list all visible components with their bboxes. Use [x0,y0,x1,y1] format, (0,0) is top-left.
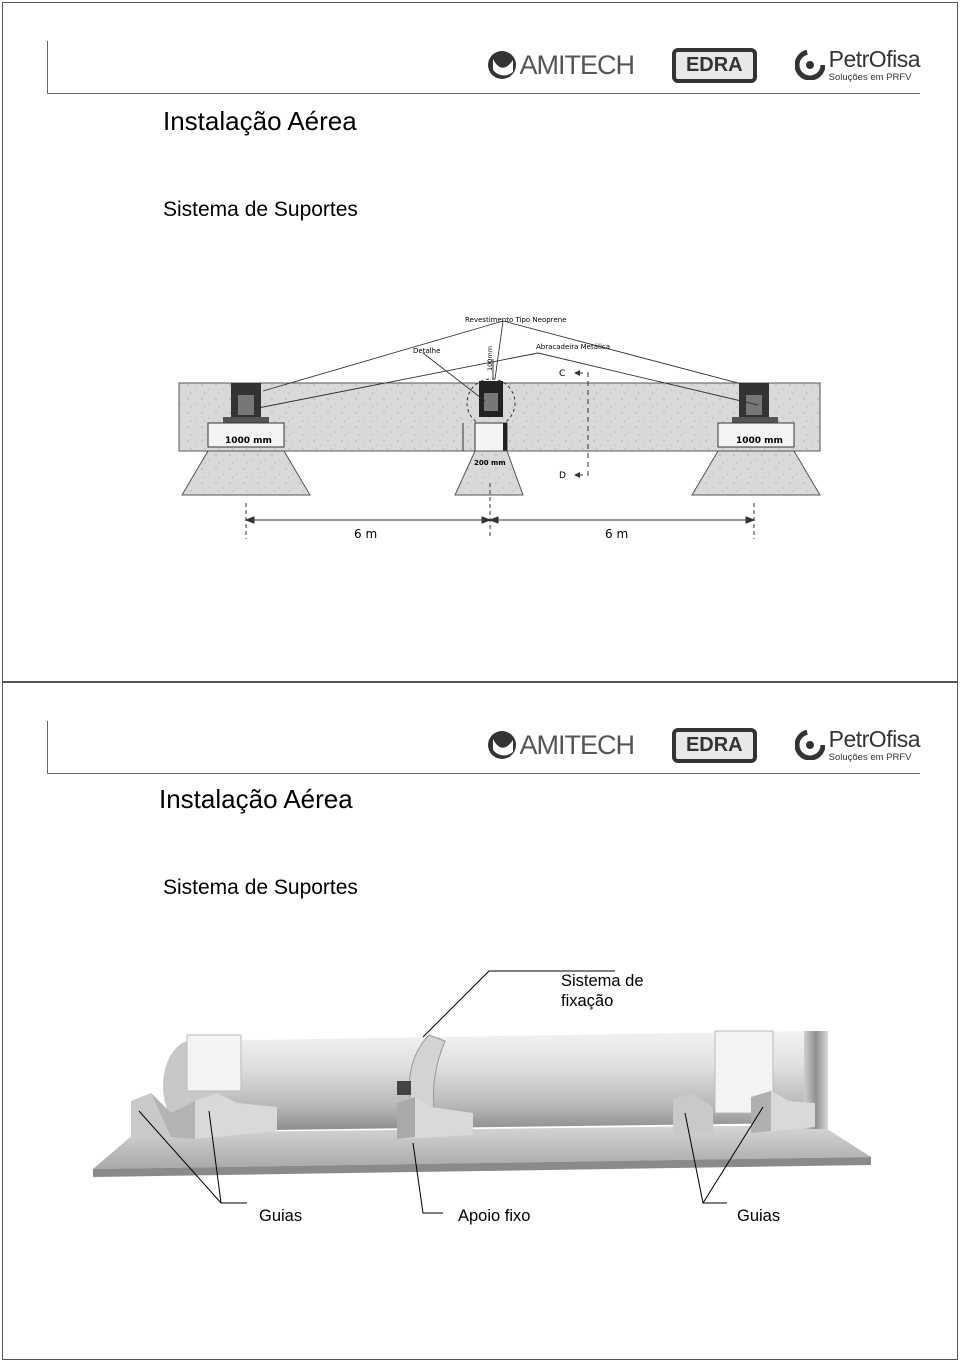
span-dimension [244,483,756,539]
span-right: 6 m [605,527,628,541]
label-revestimento: Revestimento Tipo Neoprene [465,316,566,324]
center-support [454,359,524,496]
slide-title: Instalação Aérea [163,106,357,136]
pipe-3d-illustration [93,970,871,1214]
clamp-bolt-icon [397,1081,411,1095]
label-d: D [559,471,566,481]
edra-logo: EDRA [671,727,757,763]
slide-subtitle: Sistema de Suportes [163,876,358,899]
petrofisa-logo: PetrOfisa Soluções em PRFV [794,47,921,83]
slide-1: AMITECH EDRA PetrOfisa Soluções em PRFV … [2,2,958,682]
label-vertical: 100mm [486,346,494,371]
dim-center: 200 mm [474,459,506,467]
slide-header: AMITECH EDRA PetrOfisa Soluções em PRFV [47,721,921,774]
label-detalhe: Detalhe [413,347,440,355]
dim-right: 1000 mm [736,436,783,446]
section-line [578,372,589,476]
support-diagram: Revestimento Tipo Neoprene Detalhe Abrac… [178,316,821,541]
slide-title: Instalação Aérea [159,784,353,814]
left-guide [131,1034,277,1141]
span-left: 6 m [354,527,377,541]
base-plate [93,1125,871,1169]
amitech-mark-icon [488,731,517,759]
pipe-body [193,1031,810,1131]
petrofisa-mark-icon [794,50,825,80]
slide-2: AMITECH EDRA PetrOfisa Soluções em PRFV … [2,682,958,1360]
amitech-logo: AMITECH [487,50,635,81]
leader-lines [257,320,759,409]
center-fixed-support [397,1034,473,1139]
callout-sistema-fixacao: Sistema de fixação [561,972,644,1010]
right-support [691,383,821,496]
slide-header: AMITECH EDRA PetrOfisa Soluções em PRFV [47,41,921,94]
right-guide [673,1030,815,1135]
callout-lines [138,970,764,1214]
amitech-logo: AMITECH [487,730,635,761]
left-support [181,383,311,496]
edra-logo: EDRA [671,47,757,83]
petrofisa-logo: PetrOfisa Soluções em PRFV [794,727,921,763]
label-guias-right: Guias [737,1207,781,1225]
dim-left: 1000 mm [225,436,272,446]
petrofisa-mark-icon [794,730,825,760]
label-guias-left: Guias [259,1207,303,1225]
label-c: C [559,369,565,379]
amitech-mark-icon [488,51,517,79]
label-apoio-fixo: Apoio fixo [458,1207,531,1225]
logo-bar: AMITECH EDRA PetrOfisa Soluções em PRFV [487,41,921,89]
logo-bar: AMITECH EDRA PetrOfisa Soluções em PRFV [487,721,921,769]
label-abracadeira: Abracadeira Metálica [536,343,610,351]
slide-subtitle: Sistema de Suportes [163,198,358,221]
